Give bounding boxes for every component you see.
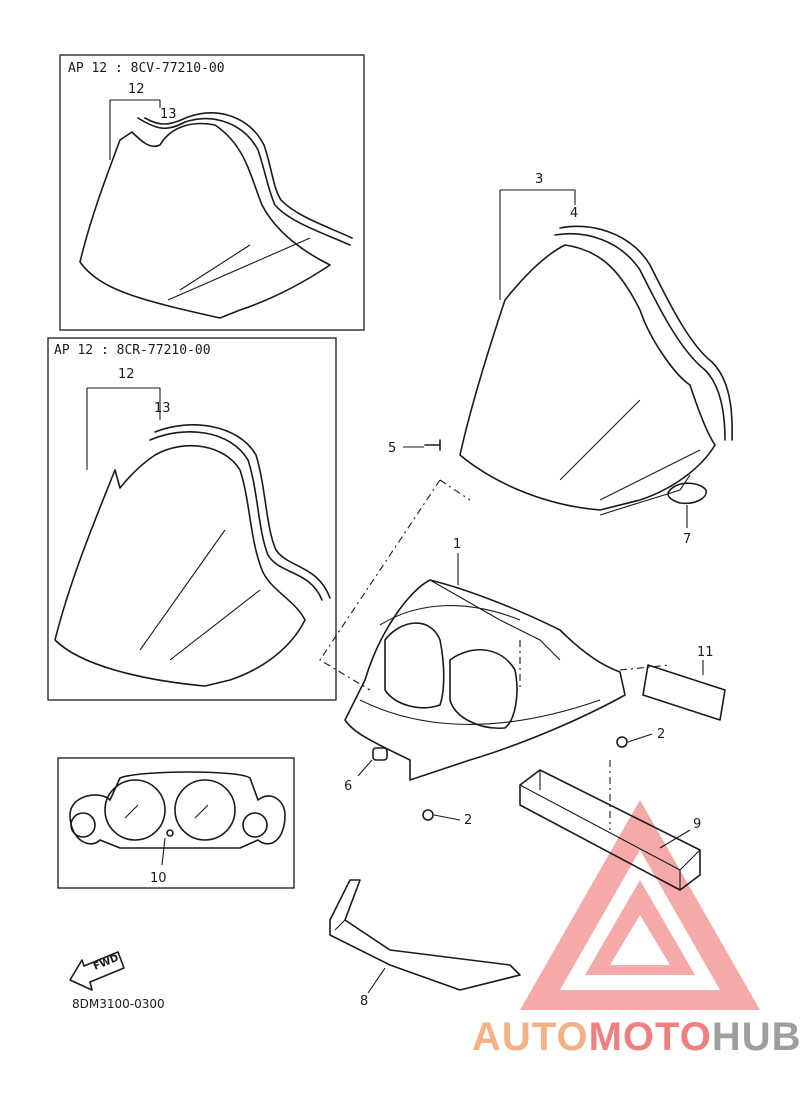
windscreen-top [79,122,331,319]
callout-4: 4 [570,206,578,221]
variant-label-middle: AP 12 : 8CR-77210-00 [54,343,211,358]
callout-8: 8 [360,994,368,1009]
callout-12-mid: 12 [118,367,135,382]
cowling-1: 1 [344,537,626,781]
watermark-moto: MOTO [589,1015,712,1059]
meter-box: 10 [57,757,295,889]
variant-label-top: AP 12 : 8CV-77210-00 [68,61,225,76]
callout-3: 3 [535,172,543,187]
callout-1: 1 [453,537,461,552]
variant-box-top: AP 12 : 8CV-77210-00 12 13 [59,54,365,331]
fasteners: 2 2 6 [344,727,665,828]
callout-5: 5 [388,441,396,456]
leader-lines [319,479,671,830]
callout-9: 9 [693,817,701,832]
callout-10: 10 [150,871,167,886]
callout-13-top: 13 [160,107,177,122]
windscreen-top-trim [137,117,351,246]
watermark-auto: AUTO [472,1015,589,1059]
callout-2-bottom: 2 [464,813,472,828]
label-11: 11 [642,645,726,721]
bar-8: 8 [329,879,521,1009]
fwd-label: FWD [92,953,120,973]
svg-text:AUTOMOTOHUB: AUTOMOTOHUB [472,1015,800,1059]
callout-7: 7 [683,532,691,547]
callout-2-right: 2 [657,727,665,742]
watermark-text: AUTOMOTOHUB [472,1015,800,1059]
clip-7 [667,482,707,505]
diagram-code: 8DM3100-0300 [72,997,165,1011]
callout-12-top: 12 [128,82,145,97]
callout-6: 6 [344,779,352,794]
callout-13-mid: 13 [154,401,171,416]
windscreen-main: 3 4 5 7 [388,172,733,547]
windscreen-middle [54,444,306,687]
callout-11: 11 [697,645,714,660]
watermark-hub: HUB [712,1015,800,1059]
variant-box-middle: AP 12 : 8CR-77210-00 12 13 [47,337,337,701]
fwd-arrow: FWD [69,951,125,991]
pad-9: 9 [519,769,701,891]
windscreen-middle-trim [149,431,323,601]
watermark-logo [520,800,760,1010]
